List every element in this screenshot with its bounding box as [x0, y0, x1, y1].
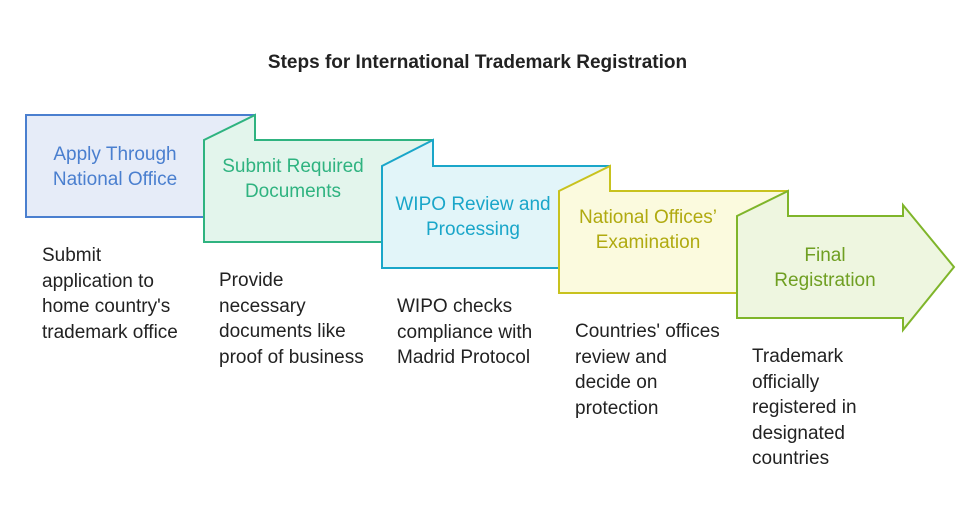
step-1-description: Submit application to home country's tra…	[42, 245, 178, 343]
step-5-arrow-shape	[736, 189, 956, 333]
step-4-description: Countries' offices review and decide on …	[575, 321, 720, 419]
step-5-description: Trademark officially registered in desig…	[752, 346, 857, 469]
step-1-label: Apply Through National Office	[52, 144, 178, 190]
step-3-label: WIPO Review and Processing	[395, 194, 551, 240]
diagram-title: Steps for International Trademark Regist…	[267, 52, 688, 73]
step-5-label: Final Registration	[774, 245, 876, 291]
step-3-description: WIPO checks compliance with Madrid Proto…	[397, 296, 533, 368]
step-4-label: National Offices’ Examination	[579, 207, 717, 253]
step-2-description: Provide necessary documents like proof o…	[219, 270, 364, 368]
step-2-label: Submit Required Documents	[222, 156, 364, 202]
